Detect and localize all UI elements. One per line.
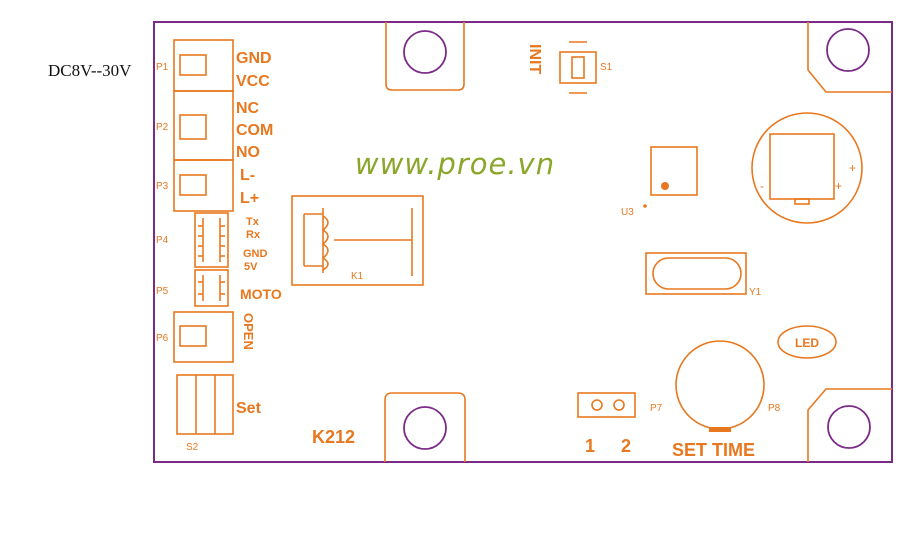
connector-p3-pin-lminus: L-: [240, 167, 255, 184]
crystal-y1: Y1: [645, 252, 762, 298]
connector-p6-label: OPEN: [241, 313, 256, 350]
mounting-hole-top-right: [807, 22, 892, 93]
switch-s1-label: INIT: [526, 44, 543, 74]
connector-p1-ref: P1: [156, 62, 169, 73]
led-indicator: LED: [777, 325, 837, 359]
buzzer-plus-2: +: [835, 179, 842, 193]
connector-p8-ref: P8: [768, 403, 781, 414]
switch-s1-ref: S1: [600, 62, 613, 73]
connector-p2-pin-com: COM: [236, 122, 273, 139]
relay-k1-ref: K1: [351, 271, 364, 282]
relay-k1: K1: [291, 195, 424, 286]
connector-p5-label: MOTO: [240, 286, 282, 302]
led-label: LED: [795, 336, 819, 350]
mounting-hole-top-left: [385, 22, 465, 91]
crystal-y1-ref: Y1: [749, 287, 762, 298]
connector-p6: P6 OPEN: [156, 311, 256, 363]
mounting-hole-bottom-left: [384, 392, 466, 462]
connector-p4-pin-5v: 5V: [244, 261, 258, 273]
connector-p7: P7 1 2: [577, 392, 663, 456]
connector-p4-pin-gnd: GND: [243, 248, 268, 260]
watermark-text: www.proe.vn: [355, 147, 555, 181]
buzzer-plus-1: +: [849, 161, 856, 175]
connector-p2-pin-no: NO: [236, 144, 260, 161]
connector-p4: P4 Tx Rx GND 5V: [156, 212, 268, 273]
connector-p2-ref: P2: [156, 122, 169, 133]
connector-p7-ref: P7: [650, 403, 663, 414]
connector-p1: P1 GND VCC: [156, 39, 272, 92]
connector-p8: P8 SET TIME: [672, 340, 781, 460]
connector-p3-ref: P3: [156, 181, 169, 192]
board-name: K212: [312, 427, 355, 447]
connector-p5-ref: P5: [156, 286, 169, 297]
connector-p2-pin-nc: NC: [236, 100, 260, 117]
connector-p4-pin-tx: Tx: [246, 216, 260, 228]
connector-p7-pin-2: 2: [621, 436, 631, 456]
connector-p1-pin-gnd: GND: [236, 50, 272, 67]
connector-p3-pin-lplus: L+: [240, 190, 259, 207]
switch-s2: S2 Set: [176, 374, 262, 453]
connector-p7-pin-1: 1: [585, 436, 595, 456]
switch-s1: INIT S1: [526, 41, 613, 94]
connector-p5: P5 MOTO: [156, 269, 282, 307]
mounting-hole-bottom-right: [807, 388, 892, 462]
ic-u3-ref: U3: [621, 207, 634, 218]
switch-s2-label: Set: [236, 400, 262, 417]
connector-p8-label: SET TIME: [672, 440, 755, 460]
connector-p1-pin-vcc: VCC: [236, 73, 270, 90]
connector-p3: P3 L- L+: [156, 159, 259, 212]
board-outline: [153, 21, 893, 463]
connector-p2: P2 NC COM NO: [156, 90, 273, 161]
connector-p4-pin-rx: Rx: [246, 229, 261, 241]
buzzer-minus: -: [760, 179, 764, 193]
switch-s2-ref: S2: [186, 442, 199, 453]
supply-voltage-note: DC8V--30V: [48, 61, 132, 80]
connector-p4-ref: P4: [156, 235, 169, 246]
connector-p6-ref: P6: [156, 333, 169, 344]
ic-u3: U3: [621, 146, 698, 218]
buzzer-component: + + -: [751, 112, 863, 224]
